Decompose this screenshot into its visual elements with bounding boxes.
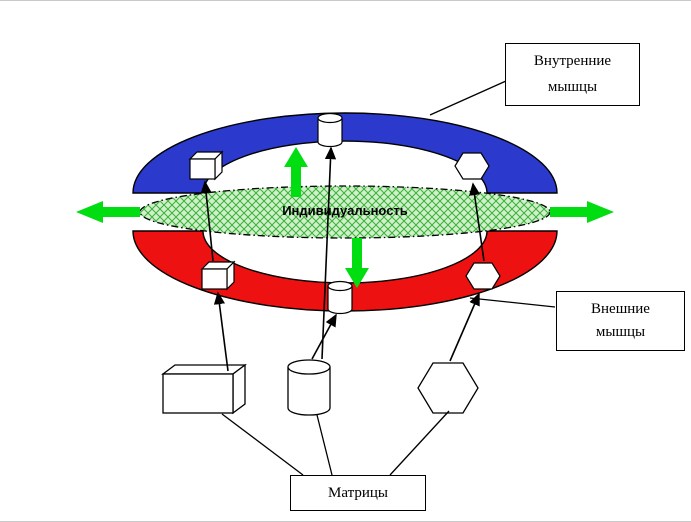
small-cube-blue — [188, 150, 224, 181]
arrow-cylinder-to-blue-cylinder — [321, 146, 337, 360]
matrix-cylinder-shape — [287, 359, 331, 416]
matrix-box-shape — [161, 363, 247, 415]
inner-muscles-label-line1: Внутренние — [533, 53, 612, 69]
connector-outer-muscles — [469, 297, 556, 308]
small-cylinder-blue — [317, 112, 343, 148]
outer-muscles-label-line1: Внешние — [591, 301, 650, 317]
connector-matrices-box — [221, 413, 304, 476]
matrices-label: Матрицы — [328, 484, 388, 501]
matrices-callout: Матрицы — [290, 475, 426, 511]
small-cube-red — [200, 260, 236, 291]
matrix-hexagon-shape — [417, 362, 479, 414]
green-arrow-right — [550, 201, 614, 223]
arrow-box-to-red-cube — [213, 291, 229, 372]
small-hexagon-red — [465, 262, 501, 290]
arrow-cylinder-to-red-cylinder — [311, 313, 337, 360]
inner-muscles-arc — [132, 112, 558, 194]
small-hexagon-blue — [454, 152, 490, 180]
outer-muscles-callout: Внешние мышцы — [556, 291, 685, 351]
connector-matrices-cylinder — [316, 414, 333, 476]
green-arrow-down — [345, 238, 369, 288]
inner-muscles-callout: Внутренние мышцы — [505, 43, 640, 106]
arrow-red-hexagon-to-blue-hexagon — [469, 182, 485, 262]
connector-inner-muscles — [429, 80, 507, 116]
green-arrow-left — [76, 201, 140, 223]
outer-muscles-label-line2: мышцы — [595, 324, 646, 340]
green-arrow-up — [284, 147, 308, 197]
arrow-hexagon-to-red-hexagon — [449, 292, 480, 362]
inner-muscles-label-line2: мышцы — [547, 79, 598, 95]
individuality-label: Индивидуальность — [282, 203, 408, 218]
connector-matrices-hexagon — [389, 410, 450, 476]
arrow-red-cube-to-blue-cube — [200, 180, 214, 262]
small-cylinder-red — [327, 280, 353, 315]
